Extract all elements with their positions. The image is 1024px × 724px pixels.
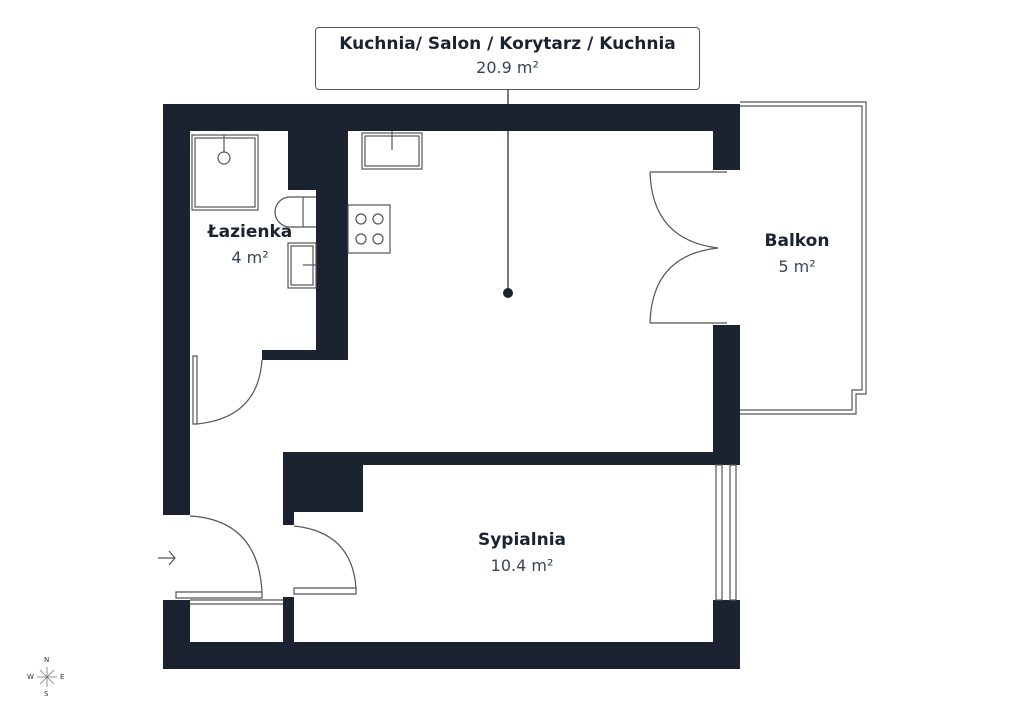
walls xyxy=(163,104,740,669)
balcony-label: Balkon 5 m² xyxy=(765,231,830,276)
stove xyxy=(347,204,391,254)
compass-w: W xyxy=(27,673,34,681)
toilet xyxy=(274,196,316,228)
bedroom-label: Sypialnia 10.4 m² xyxy=(478,530,566,575)
bedroom-door xyxy=(293,587,357,595)
balcony-outline xyxy=(740,105,863,411)
bathroom-label: Łazienka 4 m² xyxy=(208,222,293,267)
balcony-door xyxy=(650,171,727,324)
compass-s: S xyxy=(44,690,49,698)
room-name: Łazienka xyxy=(207,222,293,242)
callout-dot xyxy=(503,288,513,298)
room-name: Balkon xyxy=(764,231,830,251)
room-area: 10.4 m² xyxy=(490,556,554,575)
compass-e: E xyxy=(60,673,65,681)
room-area: 20.9 m² xyxy=(476,58,539,77)
bathroom-door xyxy=(192,355,198,425)
main-room-callout: Kuchnia/ Salon / Korytarz / Kuchnia 20.9… xyxy=(315,27,700,90)
shower xyxy=(191,134,259,211)
entrance-door xyxy=(175,591,263,599)
compass-icon xyxy=(37,667,57,687)
compass-n: N xyxy=(44,656,50,664)
entrance-arrow-icon xyxy=(158,550,176,566)
window xyxy=(715,464,723,601)
room-area: 5 m² xyxy=(778,257,816,276)
room-name: Sypialnia xyxy=(477,530,567,550)
door-swing xyxy=(649,171,719,249)
room-area: 4 m² xyxy=(231,248,269,267)
shower-drain-icon xyxy=(217,151,231,165)
room-name: Kuchnia/ Salon / Korytarz / Kuchnia xyxy=(339,34,676,54)
